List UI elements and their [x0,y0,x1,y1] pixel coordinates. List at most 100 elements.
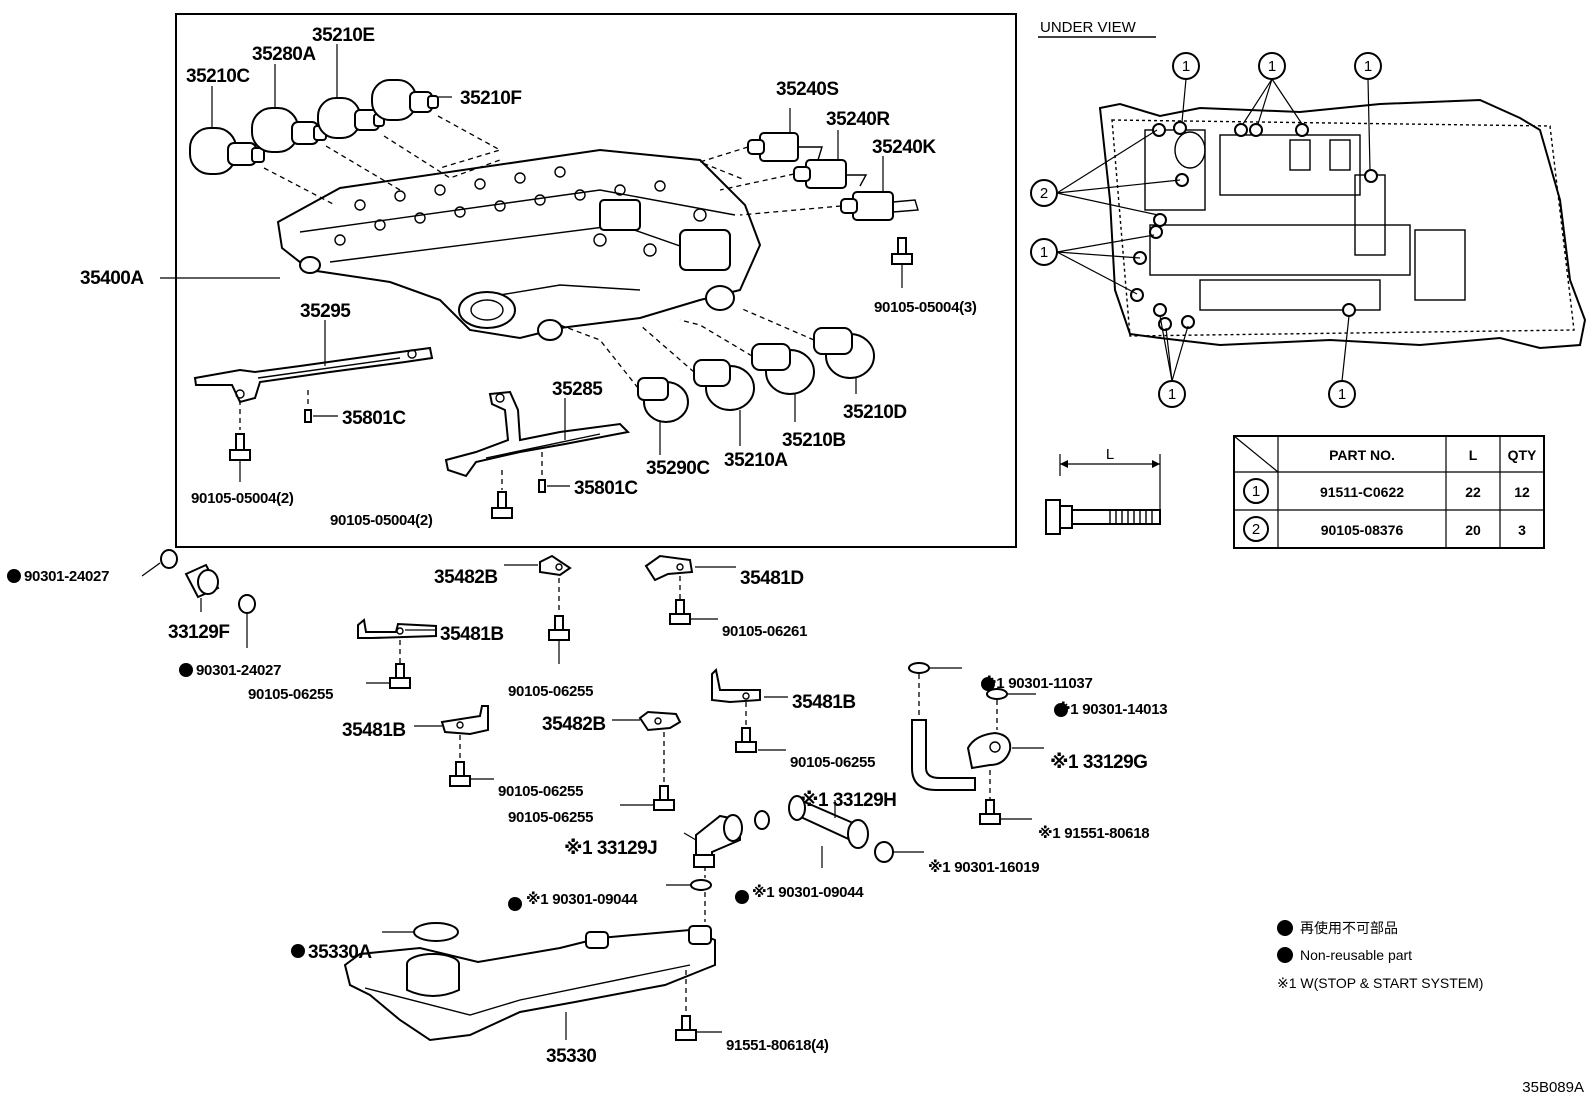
legend-bullet-jp [1277,920,1293,936]
label-90105-06255-4: 90105-06255 [508,809,593,826]
label-33129J: ※1 33129J [564,838,657,859]
o-ring-90301-09044-a [690,879,712,891]
table-ref-1: 1 [1252,483,1260,500]
solenoid-35210A [693,359,755,446]
bracket-35481D [644,554,736,582]
sensor-35240S [747,108,823,162]
bracket-35481B-1 [357,618,437,639]
label-35330A: 35330A [308,942,372,963]
pipe-33129H [788,795,869,849]
legend-en: Non-reusable part [1300,947,1412,963]
callout-2: 2 [1040,185,1048,202]
o-ring-35330A [413,922,459,942]
bolt-90105-06255-4 [620,785,675,811]
label-90105-06261: 90105-06261 [722,623,807,640]
label-35481B-1: 35481B [440,624,504,645]
callout-1-c: 1 [1364,58,1372,75]
label-90301-09044-b: ※1 90301-09044 [752,883,864,901]
bolt-91551-80618 [979,799,1032,825]
label-35285: 35285 [552,379,603,400]
valve-body-35400A [276,148,762,341]
label-35481B-2: 35481B [342,720,406,741]
label-90301-24027-a: 90301-24027 [24,568,109,585]
bolt-90105-06255-1 [366,663,411,689]
label-35801C-2: 35801C [574,478,638,499]
dimension-label: L [1106,446,1114,463]
bolt-91551-80618-4 [675,1015,722,1041]
o-ring-90301-24027-b [238,594,256,614]
label-90105-05004-2a: 90105-05004(2) [191,490,294,507]
label-35801C-1: 35801C [342,408,406,429]
table-header-part-no: PART NO. [1329,447,1395,463]
sensor-35240R [793,130,868,189]
pipe-33129J [683,814,743,868]
label-35210C: 35210C [186,66,250,87]
figure-id: 35B089A [1522,1079,1584,1096]
label-90105-06255-5: 90105-06255 [790,754,875,771]
o-ring-90301-09044-b [754,810,770,830]
assembly-frame [175,13,1017,548]
o-ring-90301-24027-a [160,549,178,569]
table-part-1: 91511-C0622 [1320,484,1404,500]
under-view-drawing [1098,98,1587,350]
label-91551-80618-4: 91551-80618(4) [726,1037,829,1054]
bracket-35481B-3 [711,667,788,704]
solenoid-35280A [251,64,327,153]
label-90301-14013: ※1 90301-14013 [1056,700,1167,718]
label-35295: 35295 [300,301,351,322]
callout-group: 1 1 1 2 1 1 1 [1030,52,1382,408]
solenoid-35210C [189,86,265,175]
callout-1-e: 1 [1168,386,1176,403]
label-35210F: 35210F [460,88,521,109]
bolt-90105-06255-3 [449,761,494,787]
bolt-35482B-1 [548,615,570,664]
bolt-90105-06255-5 [735,727,786,753]
bolt-90105-05004-2a [229,433,251,482]
table-part-2: 90105-08376 [1321,522,1404,538]
label-90105-06255-1: 90105-06255 [248,686,333,703]
table-ref-2: 2 [1252,521,1260,538]
table-qty-1: 12 [1514,484,1530,500]
label-91551-80618: ※1 91551-80618 [1038,824,1149,842]
solenoid-35210D [813,327,875,394]
label-33129G: ※1 33129G [1050,752,1147,773]
label-35290C: 35290C [646,458,710,479]
table-header-qty: QTY [1508,447,1537,463]
bracket-35482B-1 [504,554,572,577]
plate-35285 [444,390,631,478]
label-35240S: 35240S [776,79,839,100]
strainer-35330 [343,925,716,1042]
under-view-title: UNDER VIEW [1040,19,1137,36]
sensor-35240K [840,156,919,221]
callout-1-b: 1 [1268,58,1276,75]
label-35210D: 35210D [843,402,907,423]
table-l-1: 22 [1465,484,1481,500]
label-90105-06255-2: 90105-06255 [508,683,593,700]
label-90105-05004-3: 90105-05004(3) [874,299,977,316]
legend-bullet-en [1277,947,1293,963]
label-90301-09044-a: ※1 90301-09044 [526,890,638,908]
label-35482B-2: 35482B [542,714,606,735]
plate-35295 [193,320,434,404]
table-qty-2: 3 [1518,522,1526,538]
pipe-33129G [911,719,1044,791]
pin-35801C-1 [304,409,338,423]
label-35400A: 35400A [80,268,144,289]
table-l-2: 20 [1465,522,1481,538]
solenoid-35290C [637,377,689,455]
label-35481D: 35481D [740,568,804,589]
o-ring-90301-16019 [874,841,894,863]
pin-35801C-2 [538,479,570,493]
bolt-90105-05004-3 [891,237,913,288]
label-35280A: 35280A [252,44,316,65]
label-35210A: 35210A [724,450,788,471]
label-90301-16019: ※1 90301-16019 [928,858,1039,876]
solenoid-35210F [371,79,452,121]
non-reusable-markers [7,569,1068,958]
label-33129F: 33129F [168,622,229,643]
bolt-90105-06261 [669,599,718,625]
o-ring-90301-11037 [908,662,930,674]
callout-1-a: 1 [1182,58,1190,75]
